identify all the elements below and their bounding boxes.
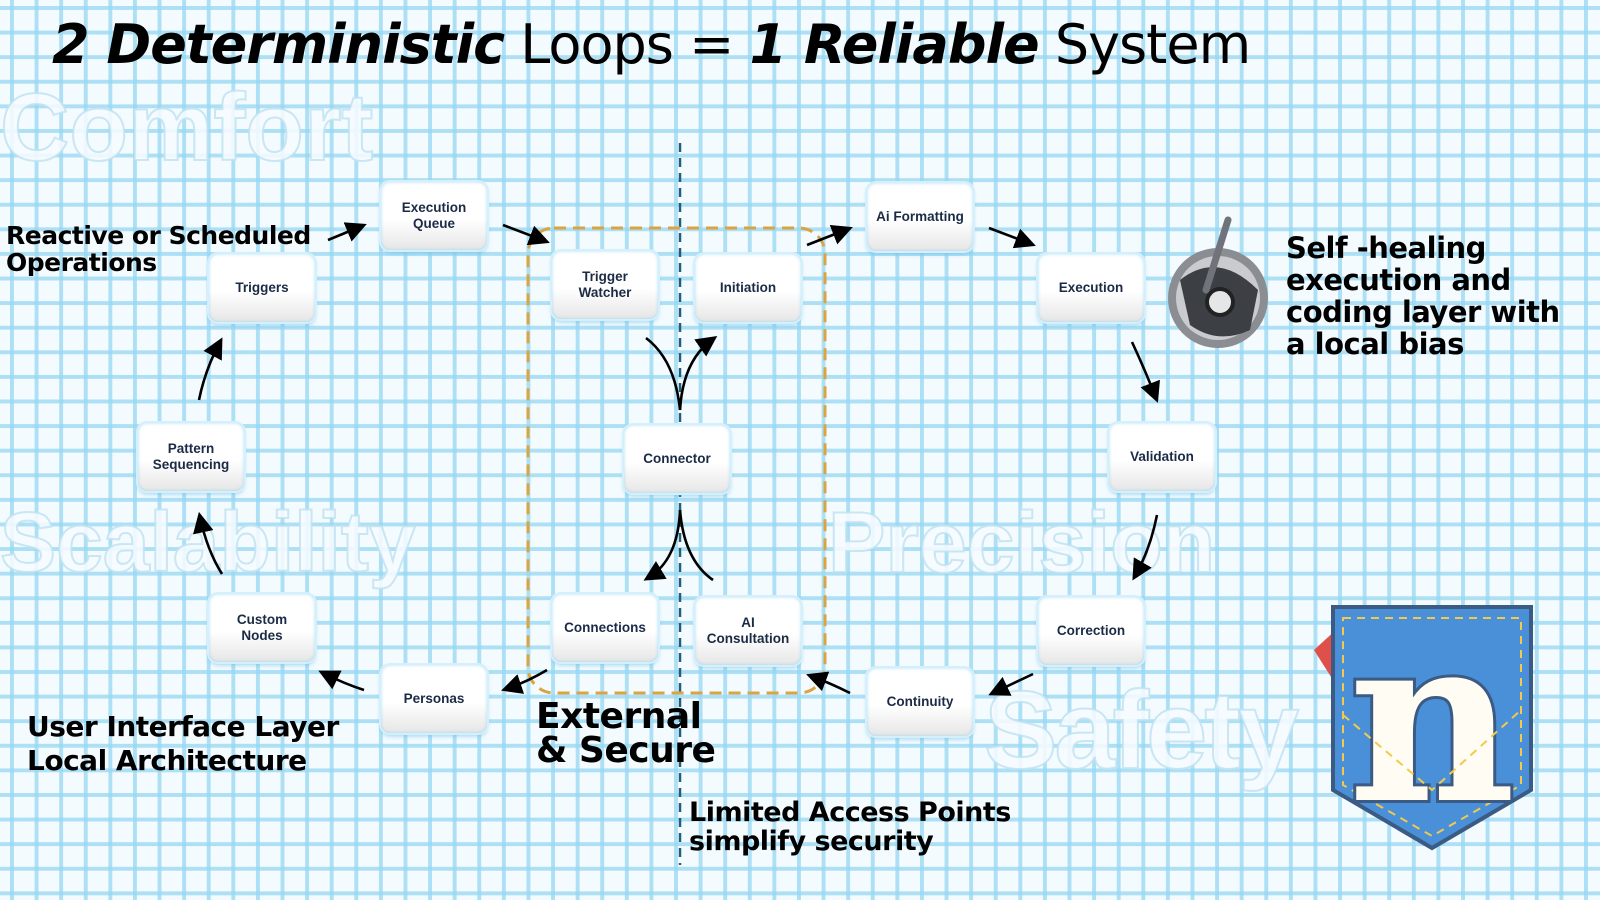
page-title: 2 Deterministic Loops = 1 Reliable Syste… [52, 13, 1251, 76]
arrow [502, 223, 550, 246]
arrow [501, 668, 548, 694]
node-execution-queue: Execution Queue [381, 182, 487, 250]
label-limited: Limited Access Points simplify security [689, 797, 1011, 857]
label-self-healing: Self -healing execution and coding layer… [1286, 231, 1560, 361]
node-trigger-watcher: Trigger Watcher [552, 251, 658, 319]
arrow [988, 672, 1034, 696]
node-pattern-sequencing: Pattern Sequencing [138, 423, 244, 491]
label-external: External & Secure [536, 696, 716, 771]
arrow [678, 336, 718, 411]
node-ai-consultation: AI Consultation [695, 597, 801, 665]
node-continuity: Continuity [867, 668, 973, 736]
node-correction: Correction [1038, 597, 1144, 665]
node-execution: Execution [1038, 254, 1144, 322]
node-connections: Connections [552, 594, 658, 662]
label-ui-layer: User Interface Layer Local Architecture [27, 710, 339, 777]
arrow [1132, 514, 1159, 581]
arrow [806, 224, 853, 247]
arrow [1130, 341, 1160, 403]
arrow [327, 222, 367, 242]
node-triggers: Triggers [209, 254, 315, 322]
arrow [197, 337, 223, 401]
node-ai-formatting: Ai Formatting [867, 183, 973, 251]
arrow [643, 509, 682, 581]
node-custom-nodes: Custom Nodes [209, 594, 315, 662]
watermark-safety: Safety [983, 669, 1300, 792]
external-boundary [526, 226, 827, 695]
arrow [318, 670, 365, 692]
label-reactive: Reactive or Scheduled Operations [6, 221, 311, 277]
node-validation: Validation [1109, 423, 1215, 491]
node-initiation: Initiation [695, 254, 801, 322]
arrow [806, 671, 851, 695]
watermark-comfort: Comfort [0, 74, 374, 181]
arrow [988, 226, 1036, 249]
node-personas: Personas [381, 665, 487, 733]
node-connector: Connector [624, 425, 730, 493]
arrow [193, 511, 224, 575]
